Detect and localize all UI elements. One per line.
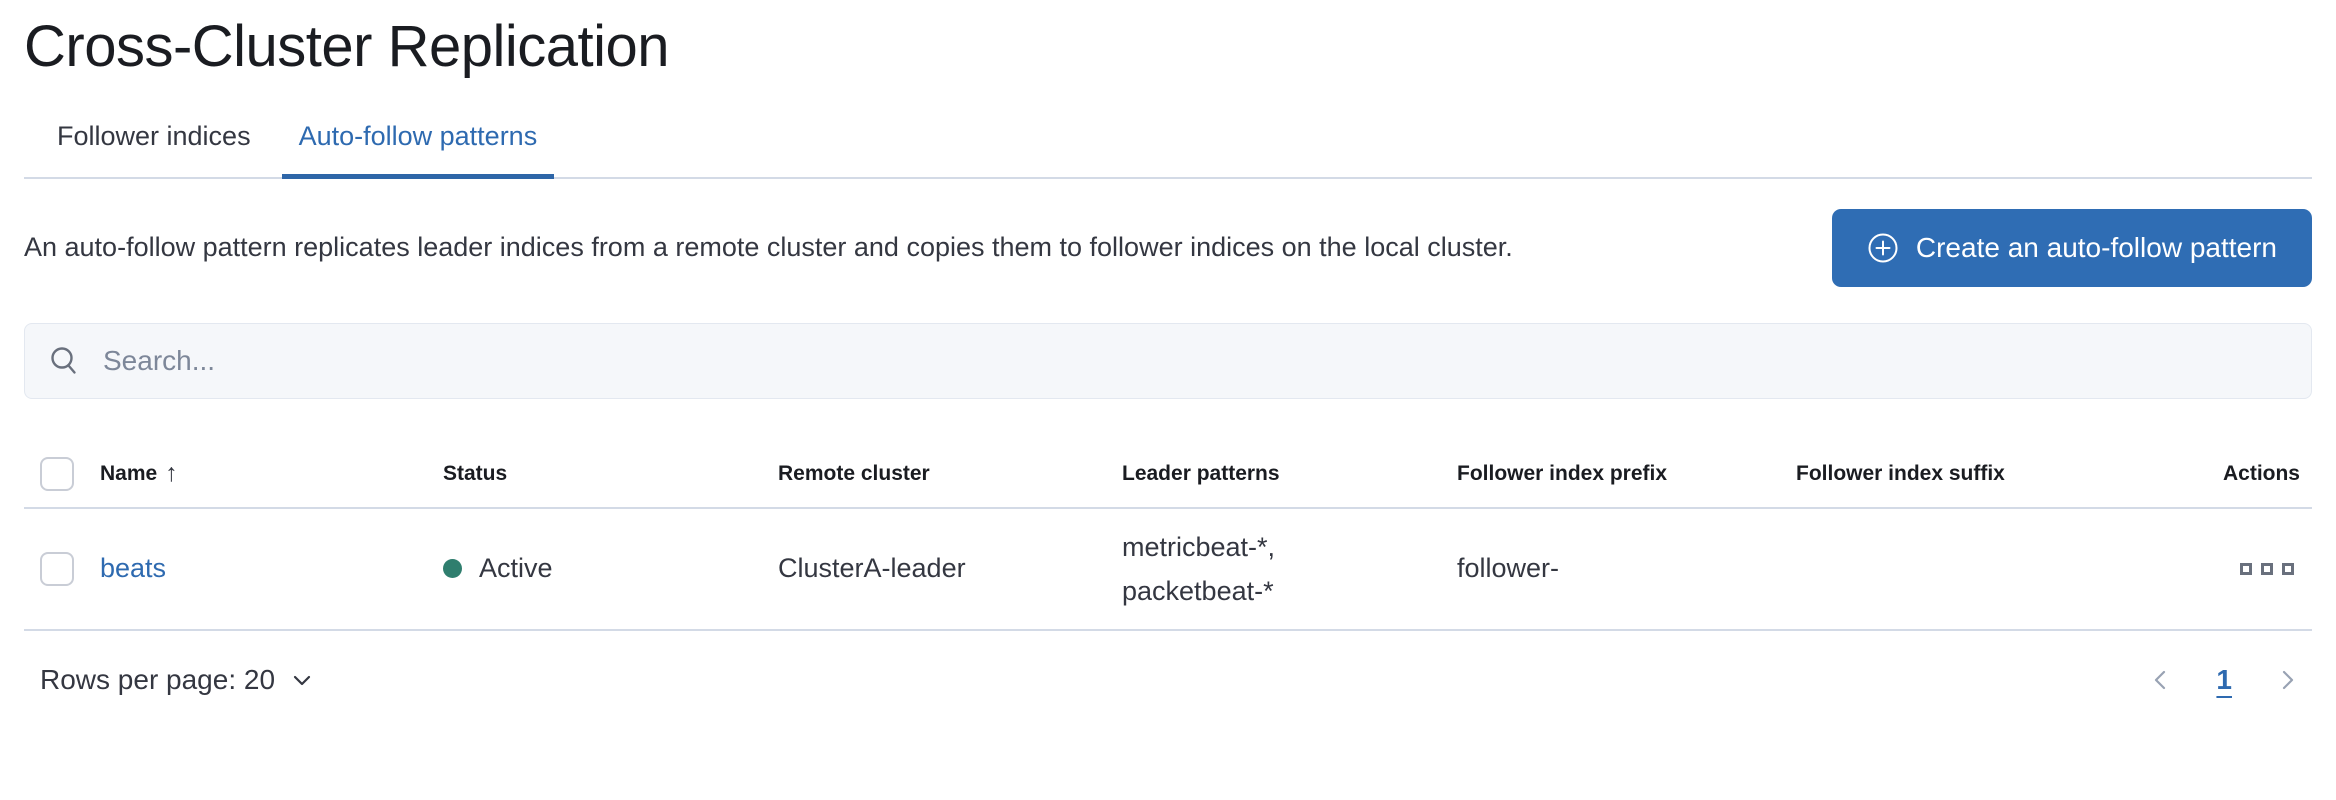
status-label: Active [479, 553, 553, 584]
pattern-name-link[interactable]: beats [100, 553, 167, 584]
leader-pattern-line: metricbeat-*, [1122, 531, 1276, 562]
leader-patterns-cell: metricbeat-*, packetbeat-* [1122, 525, 1457, 613]
row-actions-menu-icon[interactable] [2234, 557, 2300, 581]
column-header-name-sortable[interactable]: Name ↑ [100, 459, 178, 488]
chevron-right-icon[interactable] [2268, 661, 2306, 699]
status-active-icon [443, 559, 462, 579]
create-auto-follow-pattern-button[interactable]: Create an auto-follow pattern [1831, 208, 2312, 287]
column-header-follower-index-suffix: Follower index suffix [1796, 461, 2005, 485]
tab-auto-follow-patterns[interactable]: Auto-follow patterns [281, 107, 555, 179]
column-header-remote-cluster: Remote cluster [778, 461, 930, 485]
select-all-checkbox[interactable] [40, 456, 74, 491]
sort-ascending-icon: ↑ [165, 459, 178, 488]
table-header-row: Name ↑ Status Remote cluster Leader patt… [24, 441, 2312, 509]
tab-bar: Follower indices Auto-follow patterns [24, 107, 2312, 179]
rows-per-page-selector[interactable]: Rows per page: 20 [40, 664, 315, 696]
table-footer: Rows per page: 20 1 [24, 661, 2312, 699]
cross-cluster-replication-page: Cross-Cluster Replication Follower indic… [0, 14, 2336, 699]
search-input[interactable] [103, 344, 2289, 377]
remote-cluster-cell: ClusterA-leader [778, 553, 966, 584]
leader-pattern-line: packetbeat-* [1122, 575, 1274, 606]
table-row-beats: beats Active ClusterA-leader metricbeat-… [24, 509, 2312, 631]
chevron-down-icon [289, 667, 315, 693]
rows-per-page-label: Rows per page: 20 [40, 663, 276, 695]
intro-row: An auto-follow pattern replicates leader… [24, 208, 2312, 287]
search-bar [24, 322, 2312, 399]
plus-in-circle-icon [1867, 232, 1899, 264]
tab-follower-indices[interactable]: Follower indices [57, 120, 251, 151]
chevron-left-icon[interactable] [2142, 661, 2180, 699]
column-header-name: Name [100, 461, 158, 485]
column-header-actions: Actions [2222, 461, 2300, 485]
create-button-label: Create an auto-follow pattern [1915, 231, 2277, 263]
search-icon [47, 344, 81, 378]
follower-index-prefix-cell: follower- [1457, 553, 1560, 584]
page-number-1[interactable]: 1 [2216, 663, 2232, 695]
row-checkbox[interactable] [40, 551, 74, 586]
page-title: Cross-Cluster Replication [24, 14, 670, 79]
pagination: 1 [2142, 661, 2306, 699]
column-header-follower-index-prefix: Follower index prefix [1457, 461, 1668, 485]
page-description: An auto-follow pattern replicates leader… [24, 232, 1513, 263]
auto-follow-patterns-table: Name ↑ Status Remote cluster Leader patt… [24, 441, 2312, 631]
column-header-leader-patterns: Leader patterns [1122, 461, 1280, 485]
column-header-status: Status [443, 461, 508, 485]
